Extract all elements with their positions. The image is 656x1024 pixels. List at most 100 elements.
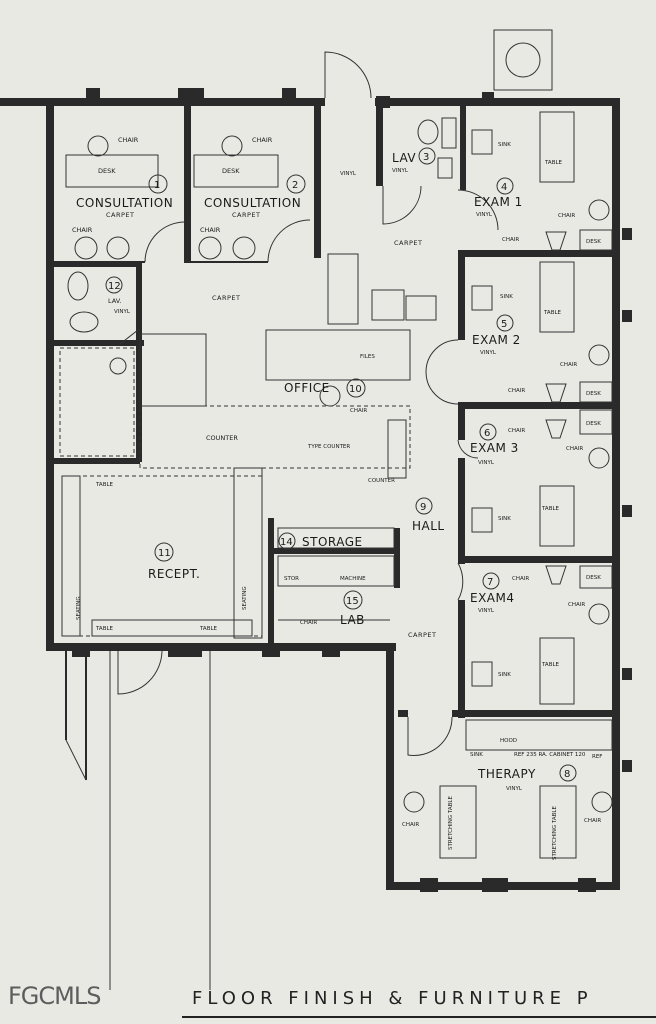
room-number: 5: [501, 319, 507, 330]
counter-label: COUNTER: [368, 478, 395, 484]
room-name: EXAM 3: [470, 441, 519, 455]
table-label: TABLE: [199, 626, 218, 632]
room-finish: VINYL: [392, 168, 409, 174]
room-name: LAV: [392, 151, 416, 165]
room-exam-1: 4 EXAM 1 VINYL: [474, 177, 523, 218]
room-office: OFFICE 10: [284, 378, 366, 398]
room-name: EXAM 1: [474, 195, 523, 209]
chair-label: CHAIR: [72, 226, 93, 234]
room-therapy: THERAPY 8 VINYL: [477, 764, 577, 792]
seating-label: SEATING: [242, 586, 248, 610]
room-consultation-1: 1 CONSULTATION CARPET: [76, 174, 173, 219]
stor-label: STOR: [284, 576, 299, 582]
room-number-badge: [148, 174, 168, 194]
chair-label: CHAIR: [558, 213, 575, 219]
room-number-badge: [482, 572, 500, 590]
sink-label: SINK: [498, 142, 511, 148]
room-number: 3: [423, 152, 429, 163]
room-finish: CARPET: [232, 211, 261, 219]
room-finish: CARPET: [106, 211, 135, 219]
room-number: 2: [292, 180, 298, 191]
room-consultation-2: 2 CONSULTATION CARPET: [204, 174, 306, 219]
room-number: 12: [108, 281, 121, 292]
room-name: OFFICE: [284, 381, 330, 395]
entry-door: [324, 51, 372, 99]
walkway: [65, 651, 211, 990]
room-number: 15: [346, 596, 359, 607]
room-finish: VINYL: [480, 350, 497, 356]
watermark-logo: FGCMLS: [8, 982, 101, 1010]
ref-label: REF: [592, 754, 602, 760]
doors: [117, 185, 499, 756]
room-number-badge: [154, 542, 174, 562]
room-storage: 14 STORAGE: [278, 532, 362, 550]
chair-label: CHAIR: [252, 136, 273, 144]
furniture: [59, 111, 613, 859]
title-underline: [182, 1016, 656, 1018]
room-number-badge: [343, 590, 363, 610]
room-number: 1: [154, 180, 160, 191]
chair-label: CHAIR: [502, 237, 519, 243]
room-number-badge: [418, 147, 436, 165]
chair-label: CHAIR: [508, 388, 525, 394]
room-number-badge: [559, 764, 577, 782]
room-finish: VINYL: [478, 608, 495, 614]
sink-label: SINK: [500, 294, 513, 300]
table-label: TABLE: [541, 662, 560, 668]
chair-label: CHAIR: [118, 136, 139, 144]
room-number-badge: [496, 314, 514, 332]
files-label: FILES: [360, 354, 375, 360]
chair-label: CHAIR: [300, 620, 317, 626]
sheet-title: FLOOR FINISH & FURNITURE P: [192, 988, 593, 1009]
chair-label: CHAIR: [200, 226, 221, 234]
hall-finish-lower: CARPET: [408, 631, 437, 639]
room-exam-3: 6 EXAM 3 VINYL: [470, 423, 519, 466]
ref-note-label: REF 235 RA. CABINET 120: [514, 752, 586, 758]
furniture-labels: CHAIR DESK CHAIR CHAIR DESK CHAIR VINYL …: [72, 136, 602, 860]
table-label: TABLE: [95, 482, 114, 488]
chair-label: CHAIR: [568, 602, 585, 608]
room-number-badge: [105, 276, 123, 294]
chair-label: CHAIR: [508, 428, 525, 434]
room-name: CONSULTATION: [76, 196, 173, 210]
seating-label: SEATING: [76, 596, 82, 620]
room-exam-2: 5 EXAM 2 VINYL: [472, 314, 521, 356]
room-finish: VINYL: [478, 460, 495, 466]
room-name: THERAPY: [477, 767, 536, 781]
desk-label: DESK: [222, 167, 240, 175]
table-label: TABLE: [95, 626, 114, 632]
chair-label: CHAIR: [512, 576, 529, 582]
room-hall: 9 HALL CARPET CARPET CARPET: [212, 239, 444, 639]
stretching-table-label: STRETCHING TABLE: [552, 806, 558, 860]
desk-label: DESK: [98, 167, 116, 175]
room-labels: 1 CONSULTATION CARPET 2 CONSULTATION CAR…: [76, 147, 577, 792]
hall-finish-upper: CARPET: [394, 239, 423, 247]
table-label: TABLE: [544, 160, 563, 166]
room-number: 9: [420, 502, 426, 513]
stretching-table-label: STRETCHING TABLE: [448, 796, 454, 850]
desk-label: DESK: [586, 391, 601, 397]
vinyl-label: VINYL: [340, 171, 357, 177]
room-exam-4: 7 EXAM4 VINYL: [470, 572, 515, 614]
room-name: RECEPT.: [148, 567, 200, 581]
room-name: EXAM 2: [472, 333, 521, 347]
chair-label: CHAIR: [566, 446, 583, 452]
room-number-badge: [496, 177, 514, 195]
desk-label: DESK: [586, 575, 601, 581]
table-label: TABLE: [541, 506, 560, 512]
room-number: 10: [349, 384, 362, 395]
room-number: 11: [158, 548, 171, 559]
room-lab: 15 LAB: [340, 590, 364, 627]
room-name: CONSULTATION: [204, 196, 301, 210]
type-counter-label: TYPE COUNTER: [307, 444, 350, 450]
chair-label: CHAIR: [350, 408, 367, 414]
room-number-badge: [415, 497, 433, 515]
hall-finish-center: CARPET: [212, 294, 241, 302]
room-name: EXAM4: [470, 591, 515, 605]
chair-label: CHAIR: [402, 822, 419, 828]
desk-label: DESK: [586, 239, 601, 245]
hood-label: HOOD: [500, 738, 517, 744]
room-number-badge: [286, 174, 306, 194]
room-name: LAV.: [108, 297, 121, 305]
